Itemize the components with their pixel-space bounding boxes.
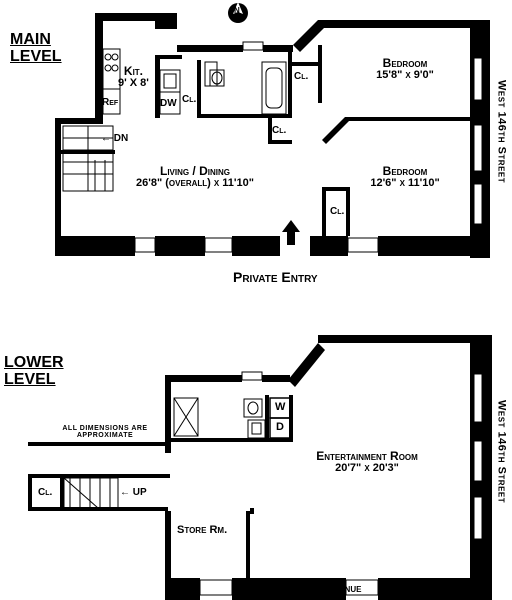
bedroom-1-label: Bedroom 15'8" x 9'0" [355,57,455,81]
entry-arrow [282,220,300,245]
lower-level-heading-line1: LOWER [4,354,64,371]
lower-level-heading-line2: LEVEL [4,370,56,388]
main-level-heading-line1: MAIN [10,31,51,48]
main-level-heading-line2: LEVEL [10,47,62,65]
ref-label: Ref [102,97,119,108]
bath-fixtures [204,61,287,115]
kitchen-dims: 9' X 8' [118,76,149,89]
main-street-label: West 146th Street [495,80,508,184]
entertainment-room-label: Entertainment Room 20'7" x 20'3" [292,450,442,474]
dryer-label: D [276,421,284,433]
main-level-windows [134,41,483,253]
kitchen-fixtures [102,48,181,115]
bedroom-2-dims: 12'6" x 11'10" [370,176,440,189]
bedroom-1-dims: 15'8" x 9'0" [376,68,434,81]
lower-level-heading: LOWER LEVEL [4,354,64,389]
entertainment-room-dims: 20'7" x 20'3" [335,461,399,474]
bedroom-2-label: Bedroom 12'6" x 11'10" [355,165,455,189]
living-dining-dims: 26'8" (overall) x 11'10" [136,176,254,189]
living-dining-label: Living / Dining 26'8" (overall) x 11'10" [115,165,275,189]
lower-stairs-up-label: ← UP [120,487,147,498]
living-dining-name: Living / Dining [159,164,230,178]
kitchen-label: Kit. 9' X 8' [118,65,149,89]
bedroom-1-name: Bedroom [382,56,428,70]
lower-closet-label: Cl. [38,487,53,498]
dimensions-note-line1: ALL DIMENSIONS ARE [62,425,148,432]
dimensions-note: ALL DIMENSIONS ARE APPROXIMATE [55,425,155,440]
lower-level-windows [199,371,483,596]
closet-label-hall: Cl. [272,125,287,136]
closet-label-kitchen: Cl. [182,94,197,105]
compass-letter: N [234,6,240,15]
lower-stairs [63,477,119,509]
store-room-label: Store Rm. [177,524,228,536]
washer-label: W [275,401,286,413]
convent-avenue-label: Convent Avenue [282,583,362,595]
entertainment-room-name: Entertainment Room [316,449,418,463]
compass-icon [228,2,248,23]
closet-label-bedroom-1: Cl. [294,71,309,82]
kitchen-name: Kit. [123,64,144,78]
main-stairs [62,125,114,192]
main-stairs-down-label: ← DN [101,133,129,144]
lower-bath-fixtures [173,397,291,439]
dimensions-note-line2: APPROXIMATE [76,432,134,440]
closet-label-bedroom-2: Cl. [330,206,345,217]
private-entry-label: Private Entry [233,269,318,285]
dishwasher-label: DW [160,98,177,109]
bedroom-2-name: Bedroom [382,164,428,178]
lower-street-label: West 146th Street [495,400,508,504]
main-level-heading: MAIN LEVEL [10,31,62,66]
